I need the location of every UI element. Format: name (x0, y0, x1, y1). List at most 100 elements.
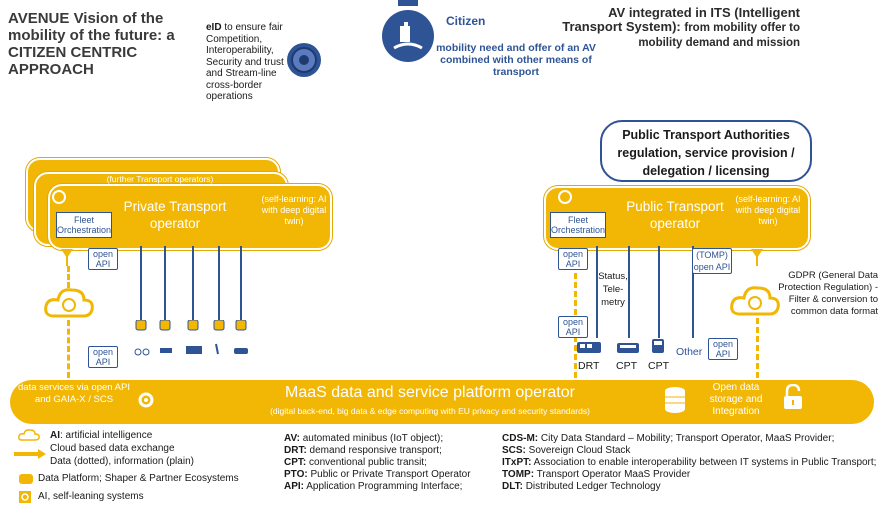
connector-line (658, 246, 660, 338)
legend-bold: TOMP: (502, 469, 535, 480)
legend-bold: API: (284, 481, 304, 492)
public-title: Public Transport operator (626, 199, 724, 231)
legend-item: API: Application Programming Interface; (284, 481, 504, 493)
right-title-main: AV integrated in ITS (Intelligent Transp… (562, 5, 800, 34)
legend-arrow-icon (14, 446, 46, 459)
bus-icon (576, 340, 602, 356)
connector-line (596, 246, 598, 338)
legend-ai-icon (18, 428, 42, 441)
lock-icon (782, 383, 804, 410)
legend-item: Data (dotted), information (plain) (50, 456, 194, 467)
legend-text: Distributed Ledger Technology (522, 481, 661, 492)
right-title: AV integrated in ITS (Intelligent Transp… (560, 6, 800, 50)
legend-item: DRT: demand responsive transport; (284, 445, 504, 457)
legend-text: conventional public transit; (306, 457, 427, 468)
legend-bold: CPT: (284, 457, 307, 468)
right-title-sub: from mobility offer to mobility demand a… (638, 22, 800, 49)
private-self-learning: (self-learning: AI with deep digital twi… (261, 194, 327, 226)
legend-text: automated minibus (IoT object); (299, 433, 444, 444)
legend-col3: CDS-M: City Data Standard – Mobility; Tr… (502, 433, 880, 493)
connector-line (692, 246, 694, 338)
eid-seal-icon (286, 42, 322, 78)
legend-item: TOMP: Transport Operator MaaS Provider (502, 469, 880, 481)
public-open-api-bottom[interactable]: open API (558, 316, 588, 338)
eid-bold: eID (206, 22, 222, 33)
legend-text: Public or Private Transport Operator (307, 469, 471, 480)
legend-item: AI, self-leaning systems (38, 491, 144, 502)
vehicle-label-cpt: CPT (616, 360, 637, 372)
connector-line (192, 246, 194, 324)
bus-icon (616, 340, 640, 356)
legend-text: Application Programming Interface; (304, 481, 463, 492)
legend-col2: AV: automated minibus (IoT object); DRT:… (284, 433, 504, 493)
legend-platform-icon (18, 472, 34, 484)
citizen-label: Citizen (446, 14, 486, 28)
legend-text: Transport Operator MaaS Provider (534, 469, 691, 480)
legend-item: AV: automated minibus (IoT object); (284, 433, 504, 445)
legend-item: Data Platform; Shaper & Partner Ecosyste… (38, 473, 239, 484)
tomp-open-api[interactable]: (TOMP) open API (692, 248, 732, 274)
public-open-api-right[interactable]: open API (708, 338, 738, 360)
legend-bold: SCS: (502, 445, 526, 456)
tram-icon (650, 338, 666, 356)
vehicle-label-drt: DRT (578, 360, 600, 372)
connector-line (240, 246, 242, 324)
citizen-desc: mobility need and offer of an AV combine… (436, 42, 596, 78)
citizen-icon (376, 0, 440, 64)
legend-bold: ITxPT: (502, 457, 532, 468)
legend-item: CDS-M: City Data Standard – Mobility; Tr… (502, 433, 880, 445)
vehicle-label-cpt: CPT (648, 360, 669, 372)
database-icon (664, 386, 686, 414)
status-telemetry-label: Status, Tele-metry (598, 271, 628, 308)
legend-bold: CDS-M: (502, 433, 539, 444)
platform-right-text: Open data storage and Integration (709, 382, 763, 417)
legend-bold: DRT: (284, 445, 307, 456)
data-flow-dashed (67, 266, 70, 288)
private-open-api-bottom[interactable]: open API (88, 346, 118, 368)
legend-text: Association to enable interoperability b… (531, 457, 877, 468)
eid-text: eID to ensure fair Competition, Interope… (206, 22, 296, 103)
legend-item: SCS: Sovereign Cloud Stack (502, 445, 880, 457)
cloud-icon (44, 286, 94, 320)
platform-left-text: data services via open API and GAIA-X / … (18, 382, 130, 405)
connector-line (218, 246, 220, 324)
legend-text: demand responsive transport; (306, 445, 442, 456)
legend-item: DLT: Distributed Ledger Technology (502, 481, 880, 493)
ai-refresh-icon (558, 190, 572, 204)
pta-box: Public Transport Authorities regulation,… (600, 120, 812, 182)
legend-item: ITxPT: Association to enable interoperab… (502, 457, 880, 469)
data-flow-dashed (67, 320, 70, 378)
legend-text: City Data Standard – Mobility; Transport… (538, 433, 835, 444)
connector-line (164, 246, 166, 324)
public-open-api-top[interactable]: open API (558, 248, 588, 270)
legend-item: Cloud based data exchange (50, 443, 175, 454)
data-flow-dashed (574, 246, 577, 378)
connector-line (628, 246, 630, 338)
left-title: AVENUE Vision of the mobility of the fut… (8, 10, 175, 78)
antenna-icon (60, 248, 74, 266)
data-flow-dashed (756, 318, 759, 378)
public-fleet-orchestration: Fleet Orchestration (550, 212, 606, 238)
eid-desc: to ensure fair Competition, Interoperabi… (206, 22, 284, 102)
vehicle-label-other: Other (676, 346, 703, 358)
legend-text: Sovereign Cloud Stack (525, 445, 631, 456)
antenna-icon (750, 248, 764, 266)
private-title: Private Transport operator (123, 199, 227, 231)
legend-bold: DLT: (502, 481, 523, 492)
private-fleet-orchestration: Fleet Orchestration (56, 212, 112, 238)
legend-item: CPT: conventional public transit; (284, 457, 504, 469)
vehicle-nodes (132, 319, 252, 360)
legend-ai-self-icon (18, 490, 32, 504)
legend-text: : artificial intelligence (60, 430, 153, 441)
ai-refresh-icon (52, 190, 66, 204)
private-open-api-top[interactable]: open API (88, 248, 118, 270)
gear-icon (134, 388, 158, 412)
legend-bold: AV: (284, 433, 300, 444)
legend-item: AI: artificial intelligence (50, 430, 152, 442)
legend-item: PTO: Public or Private Transport Operato… (284, 469, 504, 481)
cloud-icon (730, 284, 780, 318)
maas-platform-bar (10, 380, 874, 424)
gdpr-label: GDPR (General Data Protection Regulation… (778, 270, 878, 317)
private-further-label: (further Transport operators) (106, 174, 214, 184)
legend-bold: PTO: (284, 469, 308, 480)
